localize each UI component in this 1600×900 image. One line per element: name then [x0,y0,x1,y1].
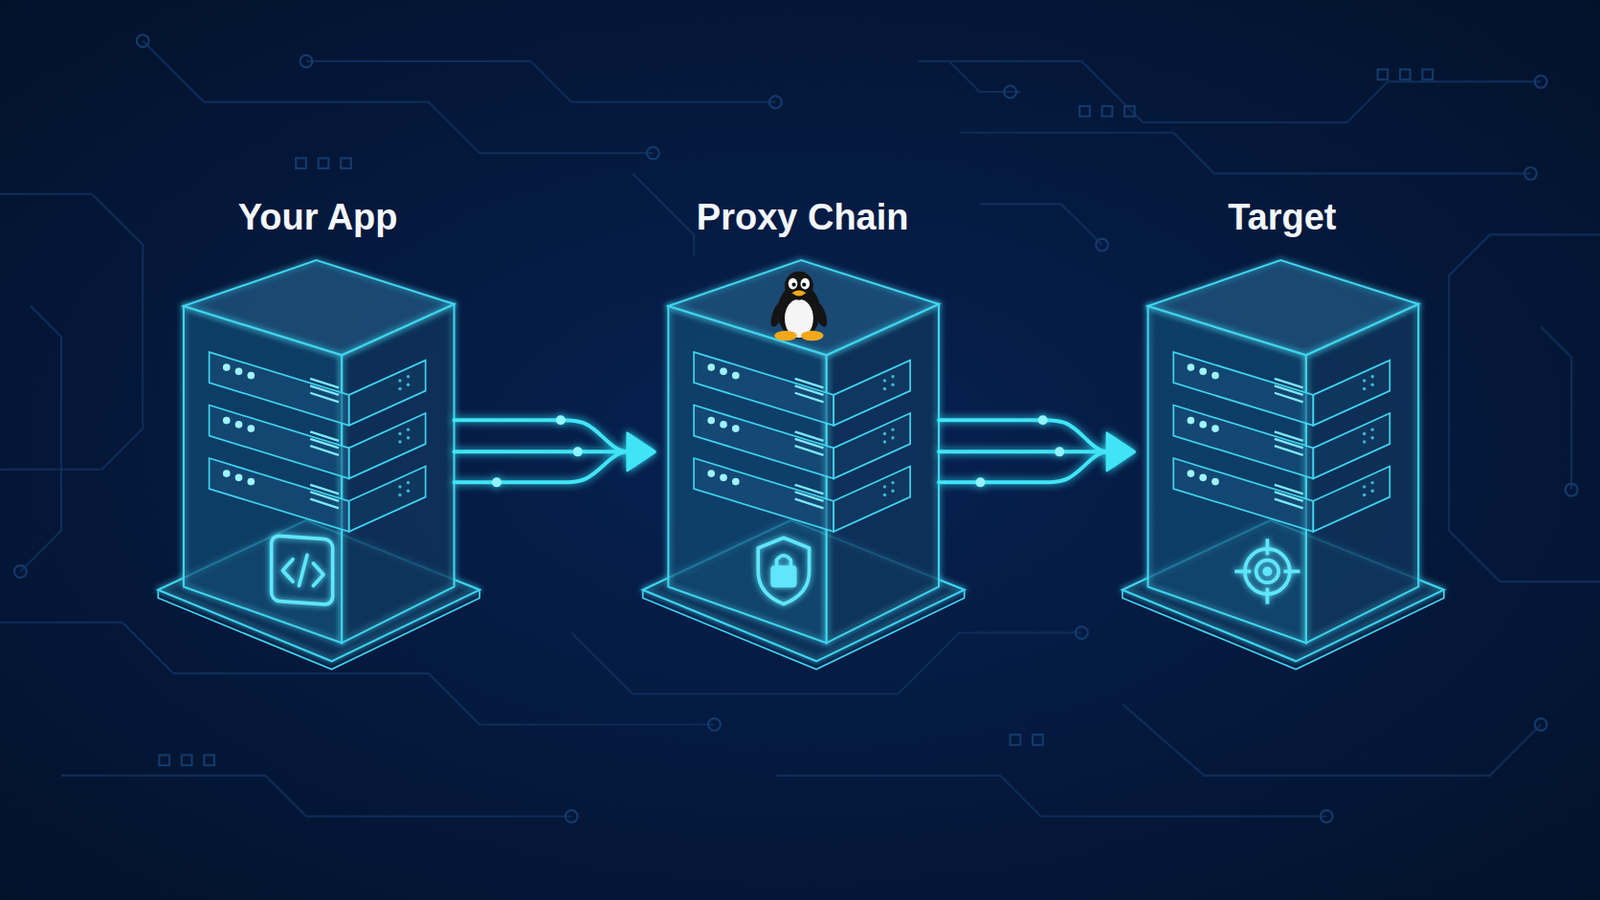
node-title: Proxy Chain [666,194,938,241]
circuit-traces [0,41,1600,818]
shield-lock-icon [757,537,809,604]
server-racks [157,260,1445,670]
arrow-line [938,420,1112,452]
arrow-dot [555,415,566,425]
flow-arrow [454,415,657,488]
arrow-line [454,449,632,454]
arrow-line [938,451,1112,483]
node-title: Your App [182,194,454,241]
penguin-mascot [768,271,830,342]
arrow-dot [1054,446,1065,457]
arrow-head [626,432,656,471]
arrow-line [938,449,1112,454]
arrow-line [454,451,632,483]
arrow-line [454,420,632,452]
arrow-head [1107,432,1136,471]
arrow-dot [1038,415,1048,425]
server-node: Target [1147,194,1419,665]
node-title: Target [1147,194,1419,241]
server-node: Proxy Chain [666,194,938,665]
server-node: Your App [182,194,454,665]
target-icon [1234,538,1300,604]
code-icon [271,535,334,606]
arrow-dot [491,477,502,488]
flow-arrow [938,415,1136,488]
circuit-pads [14,34,1578,823]
arrow-dot [573,446,583,457]
arrow-dot [976,477,986,488]
